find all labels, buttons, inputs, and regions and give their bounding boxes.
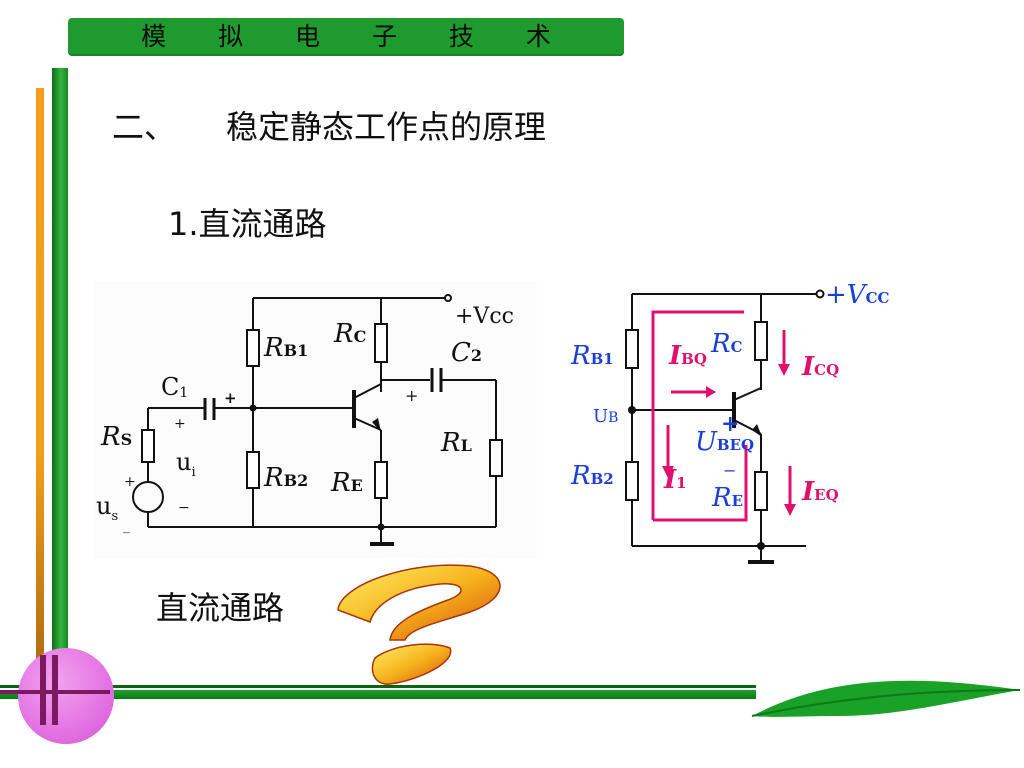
rb1-label: RB1: [263, 333, 308, 363]
left-circuit-panel: [93, 281, 537, 559]
section-title: 稳定静态工作点的原理: [226, 108, 547, 146]
subsection-title: 1.直流通路: [168, 205, 327, 243]
rc-label: RC: [333, 319, 366, 349]
re-label: RE: [330, 468, 363, 498]
ub-label: UB: [593, 406, 618, 427]
ubeq-minus: −: [723, 461, 736, 480]
rs-label: RS: [100, 422, 132, 452]
rc-label-right: RC: [710, 329, 743, 359]
rb2-label: RB2: [263, 463, 308, 493]
decor-pink-circle: [18, 648, 114, 744]
us-plus: +: [124, 474, 136, 490]
vcc-label-right: +VCC: [825, 280, 890, 310]
icq-label: ICQ: [801, 352, 839, 382]
ibq-label: IBQ: [668, 341, 707, 371]
rb1-label-right: RB1: [570, 341, 614, 371]
re-label-right: RE: [711, 483, 743, 513]
ui-plus: +: [174, 416, 186, 432]
decor-green-bar: [52, 68, 68, 694]
us-label: us: [96, 492, 118, 524]
vcc-label: +Vcc: [455, 304, 514, 329]
decor-orange-bar: [36, 88, 44, 696]
c1-label: C1: [161, 373, 188, 401]
ubeq-label: UBEQ: [695, 427, 754, 457]
i1-label: I1: [663, 465, 687, 495]
c2-label: C2: [451, 338, 482, 368]
header-title: 模 拟 电 子 技 术: [141, 22, 573, 51]
ui-minus: −: [178, 500, 190, 516]
ubeq-plus: +: [721, 411, 739, 437]
header-banner: [68, 18, 624, 56]
decor-dark-line: [0, 685, 756, 688]
ui-label: ui: [176, 448, 196, 480]
us-minus: _: [123, 518, 130, 534]
rl-label: RL: [440, 428, 472, 458]
decor-green-line: [0, 690, 756, 699]
caption-dc-path: 直流通路: [156, 589, 285, 627]
c1-plus: +: [224, 389, 237, 407]
section-number: 二、: [112, 108, 177, 146]
rb2-label-right: RB2: [570, 461, 614, 491]
ieq-label: IEQ: [801, 477, 839, 507]
c2-plus: +: [405, 386, 418, 405]
